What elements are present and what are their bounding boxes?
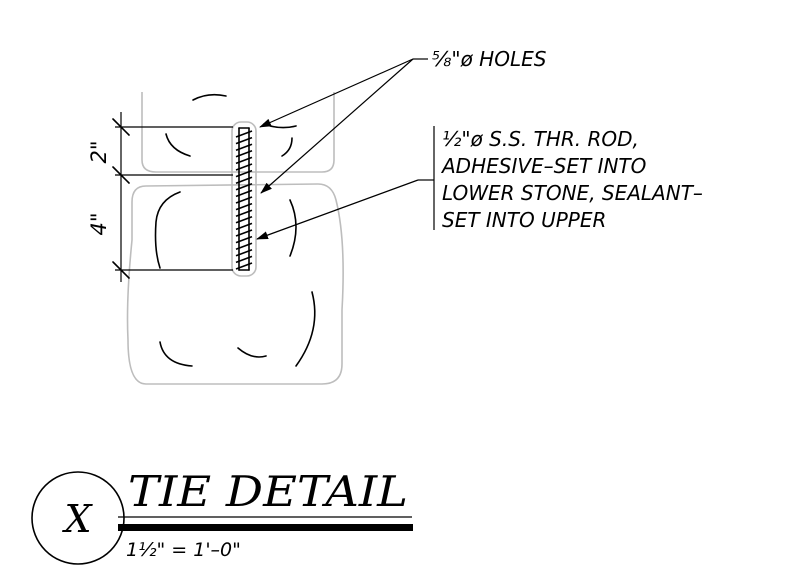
holes-leader bbox=[259, 58, 428, 194]
rod-callout: ½"ø S.S. THR. ROD, ADHESIVE–SET INTO LOW… bbox=[440, 127, 703, 232]
detail-id: X bbox=[61, 497, 93, 541]
threaded-rod bbox=[235, 127, 253, 271]
dimension-tick bbox=[112, 166, 130, 184]
upper-stone bbox=[141, 92, 335, 173]
dimension-tick bbox=[112, 118, 130, 136]
rod-thread bbox=[235, 163, 253, 171]
rod-thread bbox=[235, 202, 253, 211]
detail-scale: 1½" = 1'–0" bbox=[126, 539, 241, 561]
rod-callout-line-2: ADHESIVE–SET INTO bbox=[440, 154, 646, 178]
rod-leader bbox=[256, 126, 435, 240]
rod-thread bbox=[235, 262, 253, 270]
rod-thread bbox=[235, 255, 253, 264]
dimension-lower-label: 4" bbox=[87, 212, 111, 235]
rod-thread bbox=[235, 143, 253, 151]
dimension-upper-label: 2" bbox=[87, 140, 111, 163]
rod-thread bbox=[235, 216, 253, 224]
rod-thread bbox=[235, 229, 253, 237]
title-underline bbox=[118, 524, 413, 531]
rod-thread bbox=[235, 136, 253, 145]
dimension-lines bbox=[112, 112, 233, 282]
rod-thread bbox=[235, 196, 253, 204]
rod-thread bbox=[235, 150, 253, 158]
rod-thread bbox=[235, 183, 253, 191]
detail-title: TIE DETAIL bbox=[128, 467, 408, 516]
rod-thread bbox=[235, 209, 253, 217]
rod-thread bbox=[235, 156, 253, 165]
rod-thread bbox=[235, 176, 253, 184]
drilled-hole bbox=[231, 121, 257, 277]
rod-callout-line-1: ½"ø S.S. THR. ROD, bbox=[442, 127, 639, 151]
rod-thread bbox=[235, 242, 253, 250]
rod-thread bbox=[235, 169, 253, 178]
rod-callout-line-4: SET INTO UPPER bbox=[442, 208, 606, 232]
rod-callout-line-3: LOWER STONE, SEALANT– bbox=[442, 181, 703, 205]
title-block: X TIE DETAIL 1½" = 1'–0" bbox=[31, 467, 413, 565]
lower-stone bbox=[126, 183, 344, 385]
rod-thread bbox=[235, 189, 253, 198]
rod-thread bbox=[235, 222, 253, 231]
rod-thread bbox=[235, 235, 253, 244]
detail-bubble bbox=[31, 471, 125, 565]
dimension-tick bbox=[112, 261, 130, 279]
rod-thread bbox=[235, 130, 253, 138]
rod-thread bbox=[235, 249, 253, 257]
holes-callout: ⅝"ø HOLES bbox=[432, 47, 547, 71]
stone-texture bbox=[154, 93, 316, 367]
